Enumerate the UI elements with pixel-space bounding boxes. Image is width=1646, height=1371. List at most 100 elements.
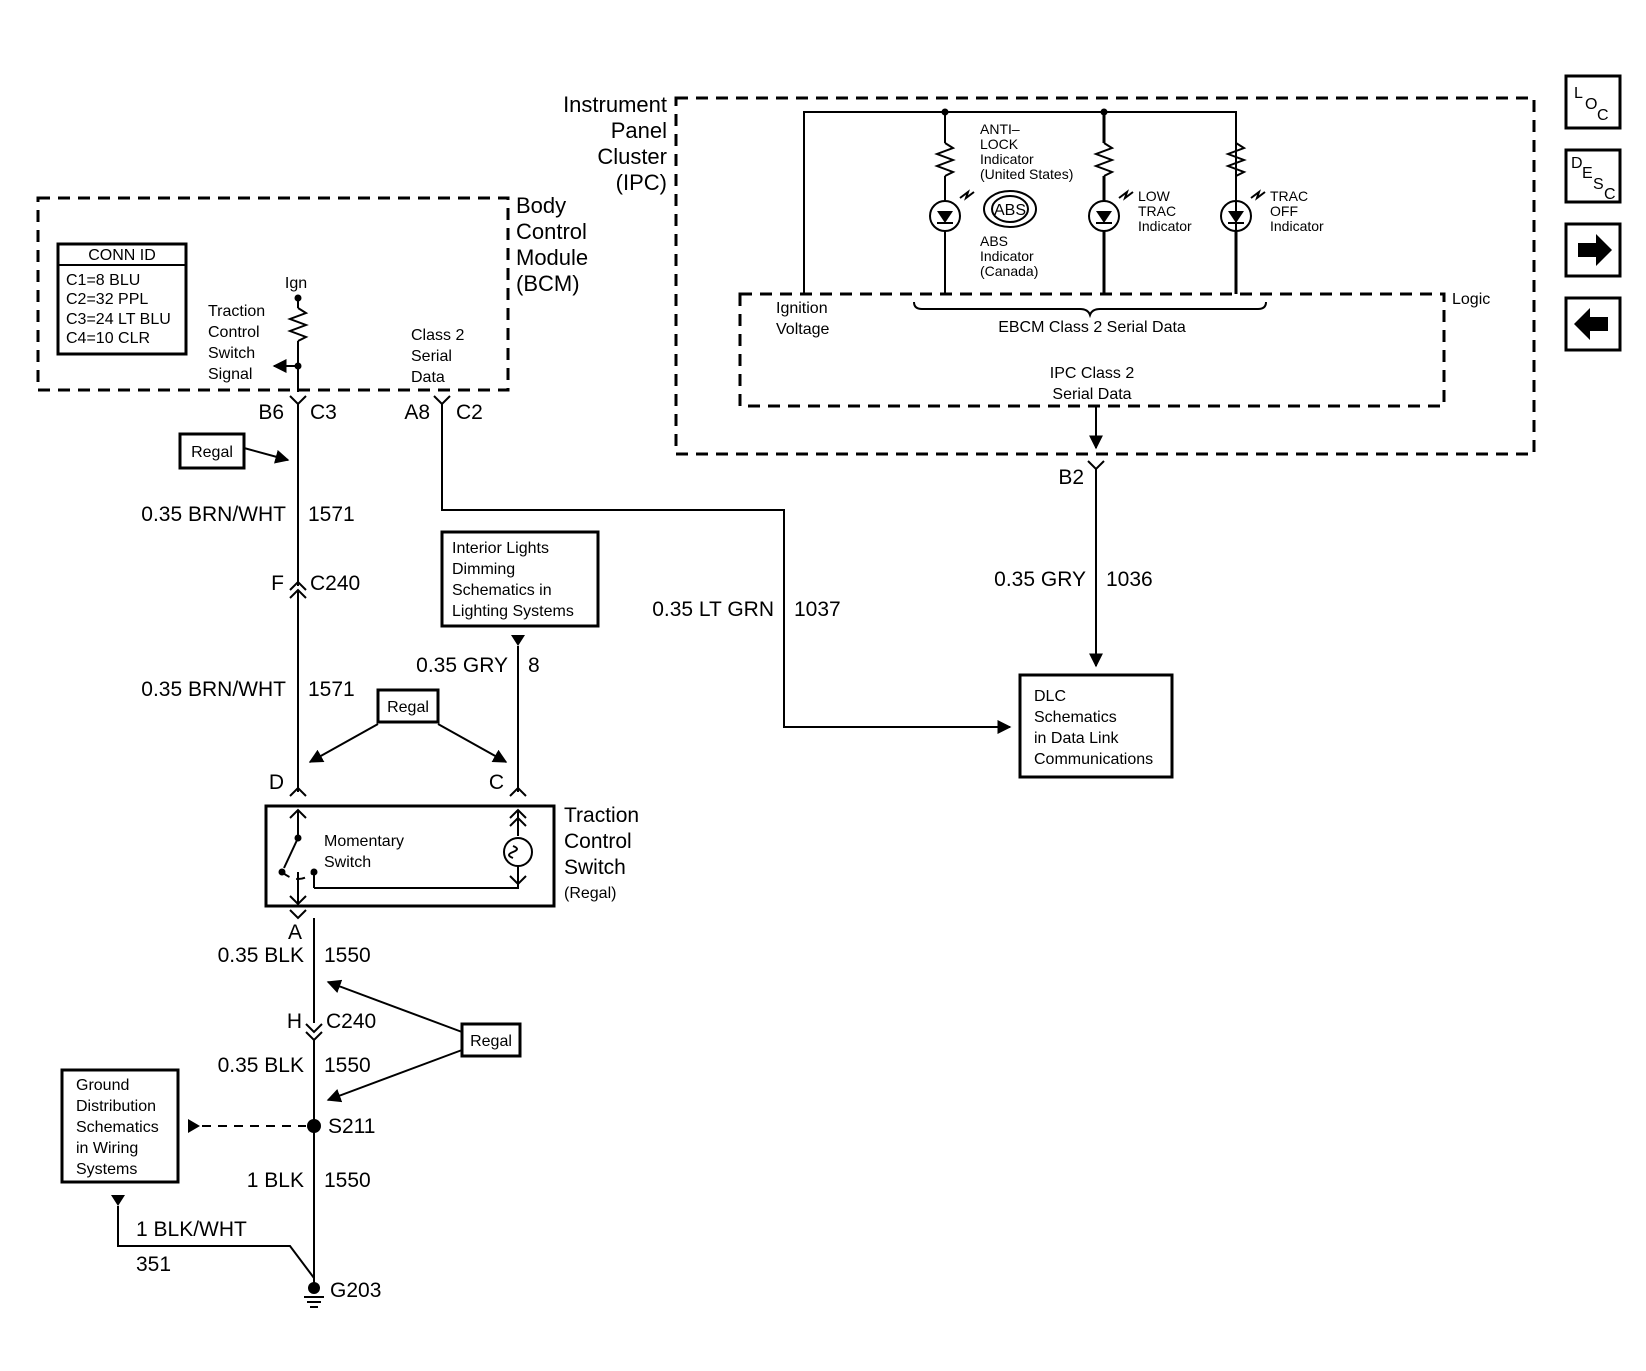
- circuit-8: 0.35 GRY 8: [416, 635, 540, 797]
- tcs-title-2: Control: [564, 830, 632, 853]
- next-page-button[interactable]: [1564, 222, 1622, 278]
- bcm-title-2: Control: [516, 219, 587, 244]
- regal-tag-3: Regal: [326, 979, 522, 1103]
- ground-ref-5: Systems: [76, 1161, 137, 1178]
- class2-1: Class 2: [411, 327, 464, 344]
- c240-bot-pin: H: [287, 1010, 302, 1033]
- circuit-1550: A 0.35 BLK 1550 H C240 0.35 BLK 1550 S21…: [218, 909, 376, 1292]
- interior-ref-1: Interior Lights: [452, 540, 549, 557]
- s211-label: S211: [328, 1115, 376, 1138]
- previous-page-button[interactable]: [1564, 296, 1622, 352]
- loc-button[interactable]: L O C: [1564, 74, 1622, 130]
- w8-gauge: 0.35 GRY: [416, 654, 508, 677]
- w1550b-circuit: 1550: [324, 1054, 371, 1077]
- regal-tag-1: Regal: [178, 432, 290, 470]
- g203-label: G203: [330, 1279, 381, 1302]
- splice-s211: [307, 1119, 321, 1133]
- dlc-ref-2: Schematics: [1034, 709, 1117, 726]
- loc-letter-3: C: [1597, 107, 1609, 124]
- interior-lights-reference[interactable]: Interior Lights Dimming Schematics in Li…: [440, 530, 600, 628]
- ipc-class2-1: IPC Class 2: [1050, 365, 1135, 382]
- circuit-351: 1 BLK/WHT 351: [111, 1195, 315, 1279]
- ground-g203: G203: [304, 1279, 381, 1308]
- desc-button[interactable]: D E S C: [1564, 148, 1622, 204]
- regal-tag-2: Regal: [308, 688, 508, 763]
- tcs-title-1: Traction: [564, 804, 639, 827]
- desc-letter-2: E: [1582, 165, 1593, 182]
- ipc-title-1: Instrument: [563, 92, 667, 117]
- antilock-label-1: ANTI–: [980, 121, 1020, 137]
- ebcm-label: EBCM Class 2 Serial Data: [998, 319, 1186, 336]
- w1550a-circuit: 1550: [324, 944, 371, 967]
- c240-bot-name: C240: [326, 1010, 376, 1033]
- w1550a-gauge: 0.35 BLK: [218, 944, 304, 967]
- pin-b6: B6: [258, 401, 284, 424]
- dlc-ref-1: DLC: [1034, 688, 1066, 705]
- circuit-1037: 0.35 LT GRN 1037: [441, 404, 1012, 734]
- ipc-top-bus: [803, 111, 1237, 294]
- b2-pin: B2: [1058, 466, 1084, 489]
- w1550c-gauge: 1 BLK: [247, 1169, 304, 1192]
- ground-ref-4: in Wiring: [76, 1140, 138, 1157]
- w351-circuit: 351: [136, 1253, 171, 1276]
- momentary-label-2: Switch: [324, 854, 371, 871]
- conn-id-table: CONN ID C1=8 BLU C2=32 PPL C3=24 LT BLU …: [56, 242, 188, 356]
- dlc-reference[interactable]: DLC Schematics in Data Link Communicatio…: [1018, 673, 1174, 779]
- arrow-left-icon: [1574, 308, 1608, 340]
- desc-letter-3: S: [1593, 176, 1604, 193]
- light-emission-icon: [1118, 189, 1134, 201]
- antilock-indicator-branch: [929, 112, 975, 294]
- w1550c-circuit: 1550: [324, 1169, 371, 1192]
- bcm-module: Body Control Module (BCM) CONN ID C1=8 B…: [36, 193, 588, 392]
- conn-id-row-3: C3=24 LT BLU: [66, 311, 171, 328]
- circuit-1571: 0.35 BRN/WHT 1571 F C240 0.35 BRN/WHT 15…: [141, 404, 360, 797]
- w1571b-circuit: 1571: [308, 678, 355, 701]
- bcm-title-1: Body: [516, 193, 566, 218]
- ipc-title-2: Panel: [611, 118, 667, 143]
- loc-letter-1: L: [1574, 85, 1583, 102]
- w1036-gauge: 0.35 GRY: [994, 568, 1086, 591]
- conn-id-row-1: C1=8 BLU: [66, 272, 140, 289]
- regal-label-3: Regal: [470, 1033, 512, 1050]
- momentary-label-1: Momentary: [324, 833, 404, 850]
- desc-letter-4: C: [1604, 186, 1616, 203]
- w8-circuit: 8: [528, 654, 540, 677]
- low-trac-indicator-branch: [1088, 112, 1134, 294]
- regal-label-2: Regal: [387, 699, 429, 716]
- c240-top-name: C240: [310, 572, 360, 595]
- conn-id-row-2: C2=32 PPL: [66, 291, 148, 308]
- antilock-label-3: Indicator: [980, 151, 1034, 167]
- low-trac-label-3: Indicator: [1138, 218, 1192, 234]
- ground-ref-arrow: [188, 1119, 200, 1133]
- ground-ref-3: Schematics: [76, 1119, 159, 1136]
- abs-canada-3: (Canada): [980, 263, 1038, 279]
- trac-off-label-2: OFF: [1270, 203, 1298, 219]
- antilock-label-4: (United States): [980, 166, 1073, 182]
- ign-label: Ign: [285, 275, 307, 292]
- dlc-ref-3: in Data Link: [1034, 730, 1119, 747]
- c240-top-pin: F: [271, 572, 284, 595]
- circuit-1036: B2 0.35 GRY 1036: [994, 406, 1153, 668]
- ground-distribution-reference[interactable]: Ground Distribution Schematics in Wiring…: [60, 1068, 180, 1184]
- tcs-pin-d: D: [269, 771, 284, 794]
- conn-id-header: CONN ID: [88, 247, 156, 264]
- tc-signal-1: Traction: [208, 303, 265, 320]
- c240-connector-top: [289, 580, 307, 591]
- ipc-title-3: Cluster: [597, 144, 667, 169]
- tc-signal-2: Control: [208, 324, 260, 341]
- w351-gauge: 1 BLK/WHT: [136, 1218, 247, 1241]
- tcs-pin-a: A: [288, 921, 302, 944]
- conn-id-row-4: C4=10 CLR: [66, 330, 150, 347]
- abs-symbol-text: ABS: [994, 202, 1026, 219]
- logic-label: Logic: [1452, 291, 1490, 308]
- light-emission-icon: [959, 189, 975, 201]
- bcm-connector-c2: [433, 395, 451, 406]
- w1571a-gauge: 0.35 BRN/WHT: [141, 503, 286, 526]
- w1037-circuit: 1037: [794, 598, 841, 621]
- tcs-pin-c: C: [489, 771, 504, 794]
- tc-signal-3: Switch: [208, 345, 255, 362]
- dlc-ref-4: Communications: [1034, 751, 1153, 768]
- trac-off-label-3: Indicator: [1270, 218, 1324, 234]
- w1571b-gauge: 0.35 BRN/WHT: [141, 678, 286, 701]
- interior-ref-2: Dimming: [452, 561, 515, 578]
